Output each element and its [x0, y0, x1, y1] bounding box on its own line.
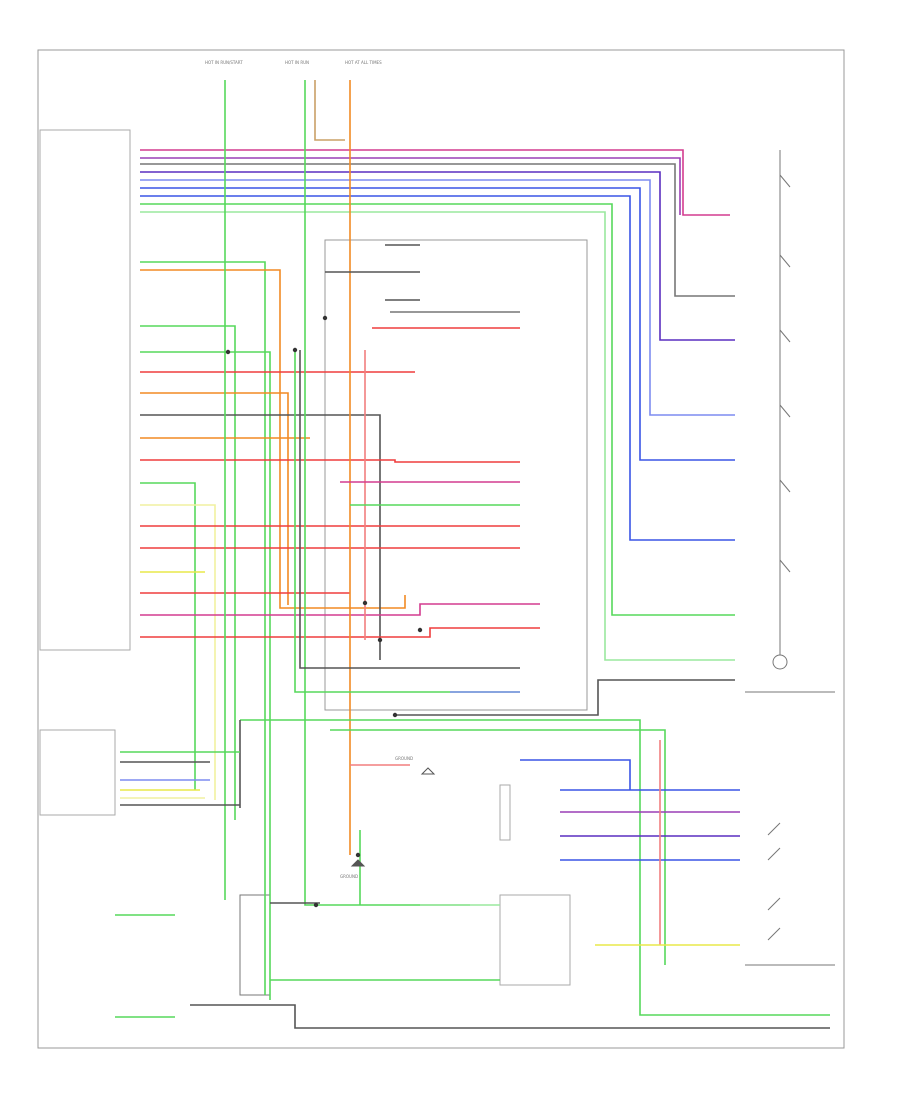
wire-red-25 — [140, 627, 540, 638]
ground-symbol-1 — [350, 859, 366, 867]
wire-green-41 — [330, 729, 666, 965]
wire-tan-28 — [314, 80, 345, 141]
splice-node-8 — [417, 627, 423, 633]
wire-green-27 — [304, 80, 470, 906]
wire-dkgray-63 — [190, 1004, 830, 1029]
wire-ltgreen-8 — [140, 211, 735, 661]
component-boxes — [39, 129, 588, 996]
splice-node-6 — [313, 902, 319, 908]
wire-gray-2 — [140, 163, 735, 297]
wire-purple-1 — [140, 157, 681, 215]
splice-nodes — [225, 315, 423, 908]
wire-green-9 — [140, 261, 266, 995]
ground-label-1: GROUND — [395, 756, 413, 761]
lower-left-module — [39, 729, 116, 816]
switch-module — [499, 894, 571, 986]
wire-blue-51 — [520, 759, 631, 790]
splice-node-4 — [377, 637, 383, 643]
fuse-box-labels: HOT IN RUN/START HOT IN RUN HOT AT ALL T… — [205, 60, 382, 65]
wires-group — [115, 80, 830, 1029]
wire-dkgray-15 — [140, 414, 381, 660]
switch-chain-motor — [772, 654, 788, 670]
wire-blue-6 — [140, 195, 735, 541]
wire-green-11 — [140, 325, 236, 820]
wire-dkgray-42 — [395, 679, 735, 716]
splice-node-1 — [292, 347, 298, 353]
wire-green-40 — [240, 719, 830, 1016]
wire-green-18 — [140, 482, 196, 790]
wire-ltyellow-19 — [140, 504, 216, 800]
fuse-label-2: HOT IN RUN — [285, 60, 309, 65]
wire-orange-10 — [140, 269, 406, 609]
fuse-label-3: HOT AT ALL TIMES — [345, 60, 382, 65]
wire-green-7 — [140, 203, 735, 616]
wire-red-17 — [140, 459, 520, 463]
left-connector-block — [39, 129, 131, 651]
ground-symbol-2 — [420, 767, 436, 775]
ground-label-2: GROUND — [340, 874, 358, 879]
splice-node-3 — [362, 600, 368, 606]
center-module — [324, 239, 588, 711]
wire-green-12 — [140, 351, 271, 1000]
lower-right-switch-contacts — [767, 822, 781, 941]
splice-node-5 — [392, 712, 398, 718]
wire-ltblue-4 — [140, 179, 735, 416]
wire-violet-3 — [140, 171, 735, 341]
diagram-border — [37, 49, 845, 1049]
wire-orange-14 — [140, 392, 289, 605]
fuse-label-1: HOT IN RUN/START — [205, 60, 243, 65]
wire-pink-24 — [140, 603, 540, 616]
wire-dkgray-37 — [299, 350, 520, 669]
wire-blue-5 — [140, 187, 735, 461]
splice-node-7 — [355, 852, 361, 858]
splice-node-0 — [225, 349, 231, 355]
splice-node-2 — [322, 315, 328, 321]
ground-symbols — [350, 767, 436, 867]
wire-green-35 — [294, 350, 520, 693]
right-switch-chain — [745, 150, 835, 966]
switch-module-small — [499, 784, 511, 841]
wire-pink-0 — [140, 149, 730, 216]
switch-contacts — [779, 174, 791, 573]
